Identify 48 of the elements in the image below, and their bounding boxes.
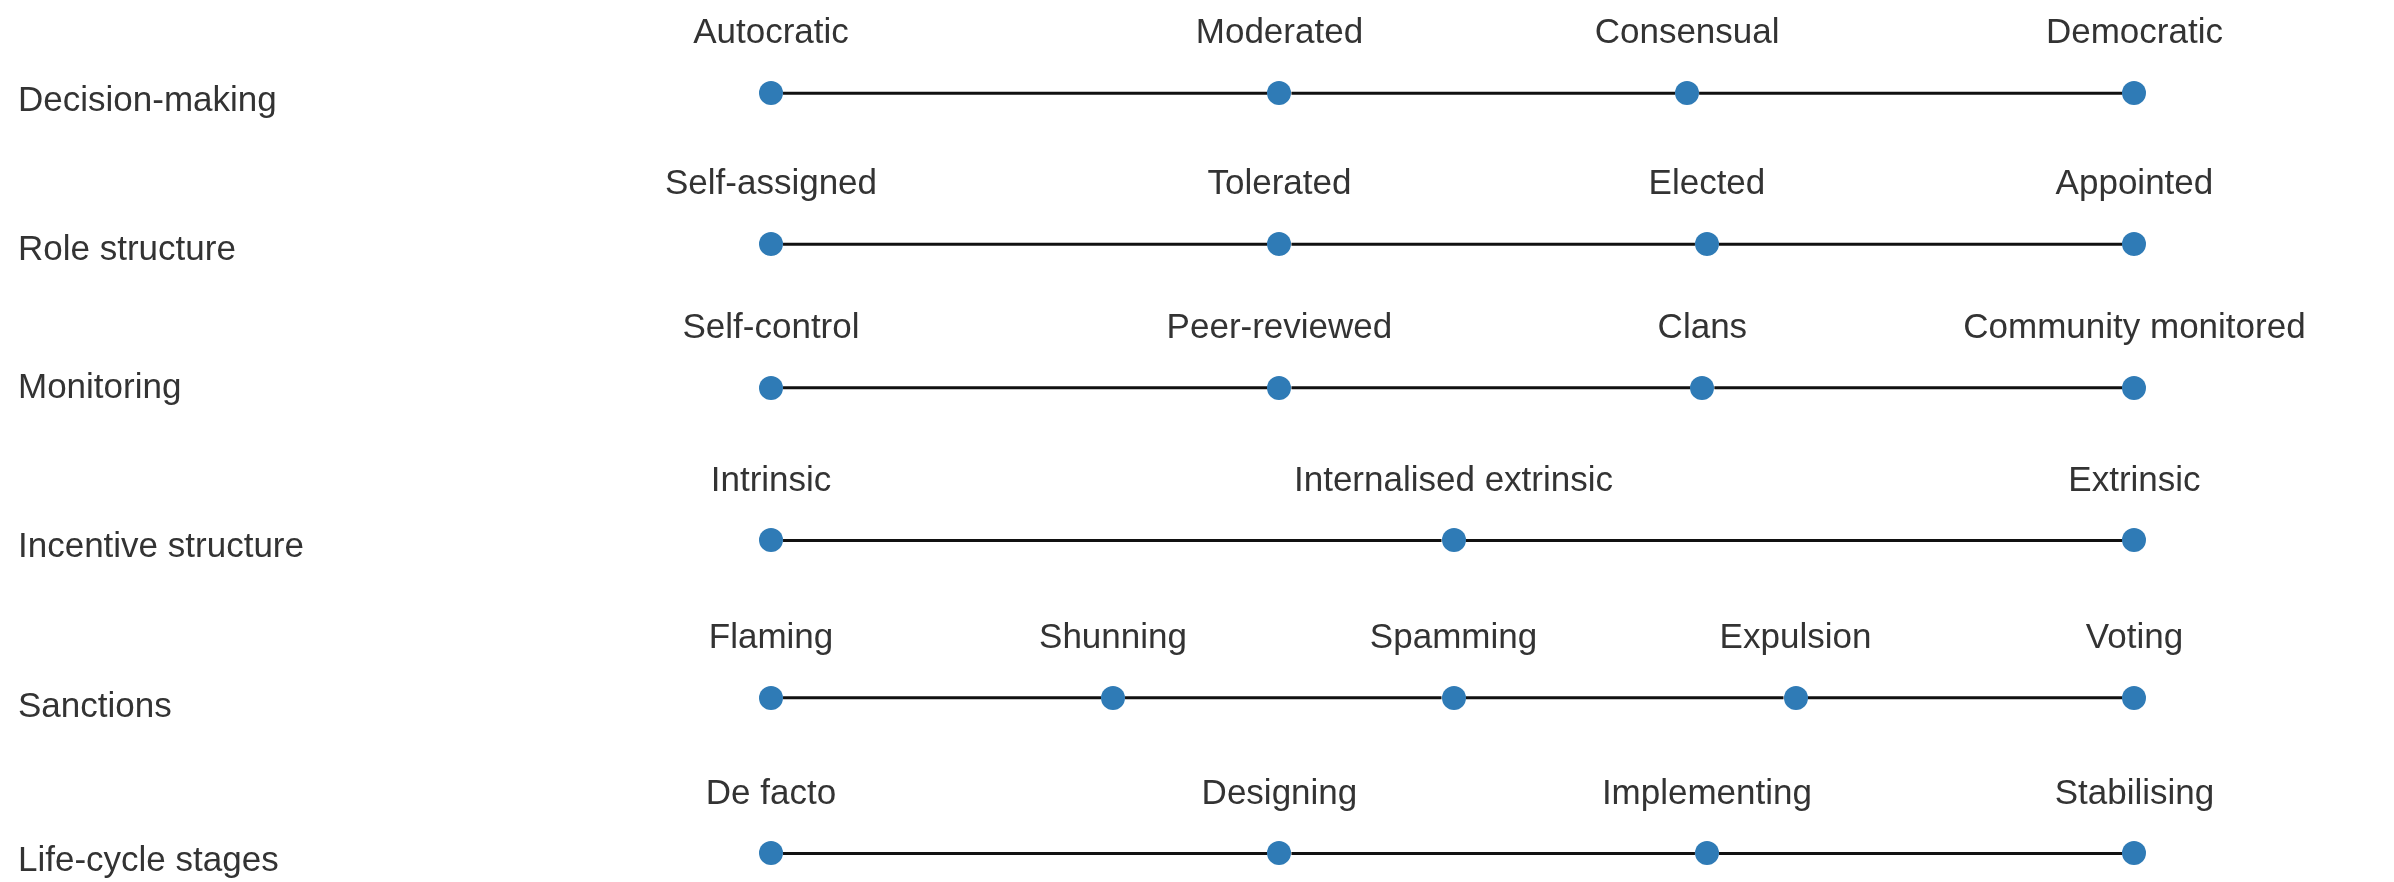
connector-line: [1125, 696, 1442, 700]
point-label: Internalised extrinsic: [1294, 460, 1613, 496]
connector-line: [1465, 696, 1784, 700]
point-label: Peer-reviewed: [1166, 307, 1393, 343]
connector-line: [1807, 696, 2123, 700]
connector-line: [783, 386, 1268, 390]
point-label: Tolerated: [1207, 164, 1352, 200]
connector-line: [1291, 386, 1691, 390]
connector-line: [783, 242, 1268, 246]
connector-line: [783, 696, 1102, 700]
point-label: Voting: [2085, 617, 2184, 653]
point-label: Self-control: [682, 307, 860, 343]
point-label: Spamming: [1369, 617, 1538, 653]
point-label: Self-assigned: [665, 164, 878, 200]
point-label: Elected: [1648, 164, 1766, 200]
point-label: Extrinsic: [2068, 460, 2201, 496]
point-label: Intrinsic: [710, 460, 832, 496]
point-label: De facto: [705, 773, 837, 809]
point-label: Autocratic: [693, 13, 849, 49]
row-label: Life-cycle stages: [18, 840, 279, 876]
point-label: Clans: [1657, 307, 1748, 343]
point-label: Appointed: [2055, 164, 2214, 200]
point-label: Moderated: [1195, 13, 1364, 49]
connector-line: [1291, 91, 1676, 95]
connector-line: [1699, 91, 2123, 95]
connector-line: [783, 91, 1268, 95]
point-label: Expulsion: [1719, 617, 1872, 653]
point-label: Stabilising: [2054, 773, 2215, 809]
point-label: Consensual: [1594, 13, 1780, 49]
connector-line: [783, 851, 1268, 855]
point-label: Flaming: [708, 617, 834, 653]
point-label: Community monitored: [1963, 307, 2306, 343]
point-label: Implementing: [1601, 773, 1812, 809]
connector-line: [1465, 539, 2123, 542]
connector-line: [1291, 851, 1695, 855]
connector-line: [1718, 851, 2123, 855]
point-label: Designing: [1201, 773, 1358, 809]
row-label: Role structure: [18, 229, 236, 265]
point-label: Democratic: [2045, 13, 2223, 49]
row-label: Decision-making: [18, 80, 277, 116]
connector-line: [1718, 242, 2123, 246]
connector-line: [1714, 386, 2123, 390]
row-label: Sanctions: [18, 686, 172, 722]
row-label: Monitoring: [18, 367, 182, 403]
point-label: Shunning: [1039, 617, 1187, 653]
connector-line: [783, 539, 1442, 542]
connector-line: [1291, 242, 1695, 246]
row-label: Incentive structure: [18, 526, 304, 562]
